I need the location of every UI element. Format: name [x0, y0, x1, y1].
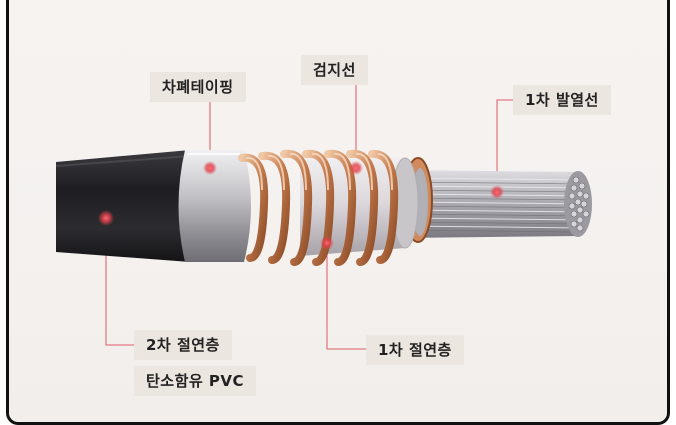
- copper-spiral: [238, 149, 399, 266]
- label-heating-wire: 1차 발열선: [513, 85, 611, 115]
- conductor-bundle: [400, 170, 592, 238]
- marker-heat: [490, 185, 504, 199]
- label-shield-tape: 차폐테이핑: [150, 72, 246, 102]
- marker-outer: [98, 210, 114, 226]
- outer-jacket: [55, 150, 195, 262]
- leader-outer: [105, 218, 140, 346]
- leader-inner: [326, 243, 366, 350]
- label-outer-material: 탄소함유 PVC: [134, 366, 257, 396]
- marker-inner: [320, 236, 334, 250]
- label-inner-insulation: 1차 절연층: [366, 335, 464, 365]
- marker-drain: [349, 161, 363, 175]
- markers: [98, 161, 504, 250]
- marker-tape: [203, 161, 217, 175]
- leader-heat: [496, 99, 513, 192]
- shield-foil: [178, 150, 251, 262]
- label-outer-insulation: 2차 절연층: [134, 330, 232, 360]
- label-drain-wire: 검지선: [301, 55, 368, 85]
